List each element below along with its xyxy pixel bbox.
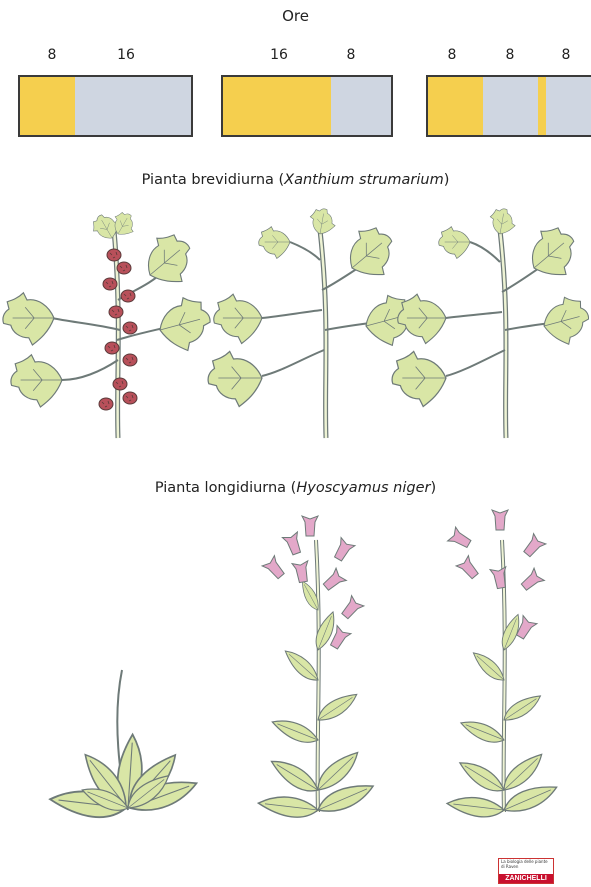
short-day-plant-2 (208, 207, 419, 438)
publisher-brand: ZANICHELLI (499, 874, 553, 883)
long-day-plant-1 (48, 670, 200, 825)
short-day-plant-3 (392, 207, 591, 438)
short-day-plant-1 (3, 209, 216, 438)
publisher-logo: La biologia delle piantedi Raven ZANICHE… (498, 858, 554, 884)
long-day-plant-2 (257, 516, 377, 823)
long-day-plant-3 (446, 510, 560, 823)
